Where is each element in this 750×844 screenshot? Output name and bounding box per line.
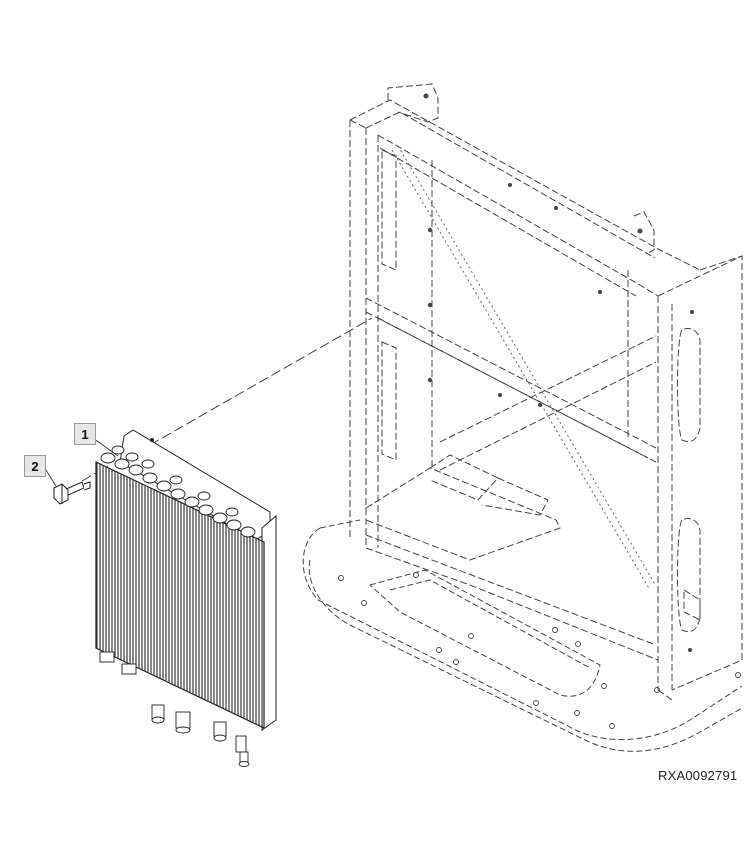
- diagonal-brace: [391, 145, 657, 591]
- mounting-frame: [349, 83, 743, 701]
- callout-leaders: [45, 437, 119, 487]
- condenser-core: [95, 429, 277, 767]
- base-plate: [302, 519, 743, 752]
- figure-id: RXA0092791: [658, 768, 738, 783]
- callout-2: 2: [24, 455, 46, 477]
- bolt: [53, 481, 91, 505]
- assembly-leader-line: [81, 317, 373, 482]
- callout-1: 1: [74, 423, 96, 445]
- frame-holes: [423, 93, 694, 652]
- base-plate-holes: [338, 572, 741, 729]
